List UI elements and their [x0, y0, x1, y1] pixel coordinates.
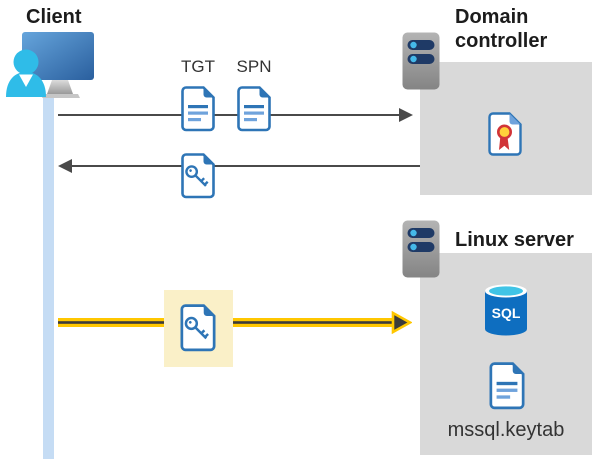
client-label: Client — [26, 6, 82, 28]
keytab-document-icon — [489, 362, 525, 410]
tgt-label: TGT — [181, 57, 215, 76]
sql-label: SQL — [492, 305, 521, 321]
client-user-at-computer-icon — [6, 32, 94, 98]
key-document-highlight-icon — [180, 304, 216, 352]
certificate-icon — [488, 112, 522, 156]
key-document-icon — [181, 153, 215, 199]
response-arrow-head — [58, 159, 72, 173]
client-timeline-bar — [43, 94, 54, 459]
request-arrow-head — [399, 108, 413, 122]
response-arrow-line — [72, 165, 420, 167]
sql-database-icon: SQL — [485, 284, 527, 336]
request-arrow-line — [58, 114, 400, 116]
linux-server-server-icon — [402, 220, 440, 278]
spn-label: SPN — [236, 57, 272, 76]
domain-controller-server-icon — [402, 32, 440, 90]
linux-server-label: Linux server — [455, 229, 574, 251]
sql-connection-arrow — [58, 311, 412, 334]
spn-document-icon — [237, 86, 271, 132]
tgt-document-icon — [181, 86, 215, 132]
keytab-filename-label: mssql.keytab — [447, 419, 565, 441]
domain-controller-label: Domain controller — [455, 6, 548, 52]
